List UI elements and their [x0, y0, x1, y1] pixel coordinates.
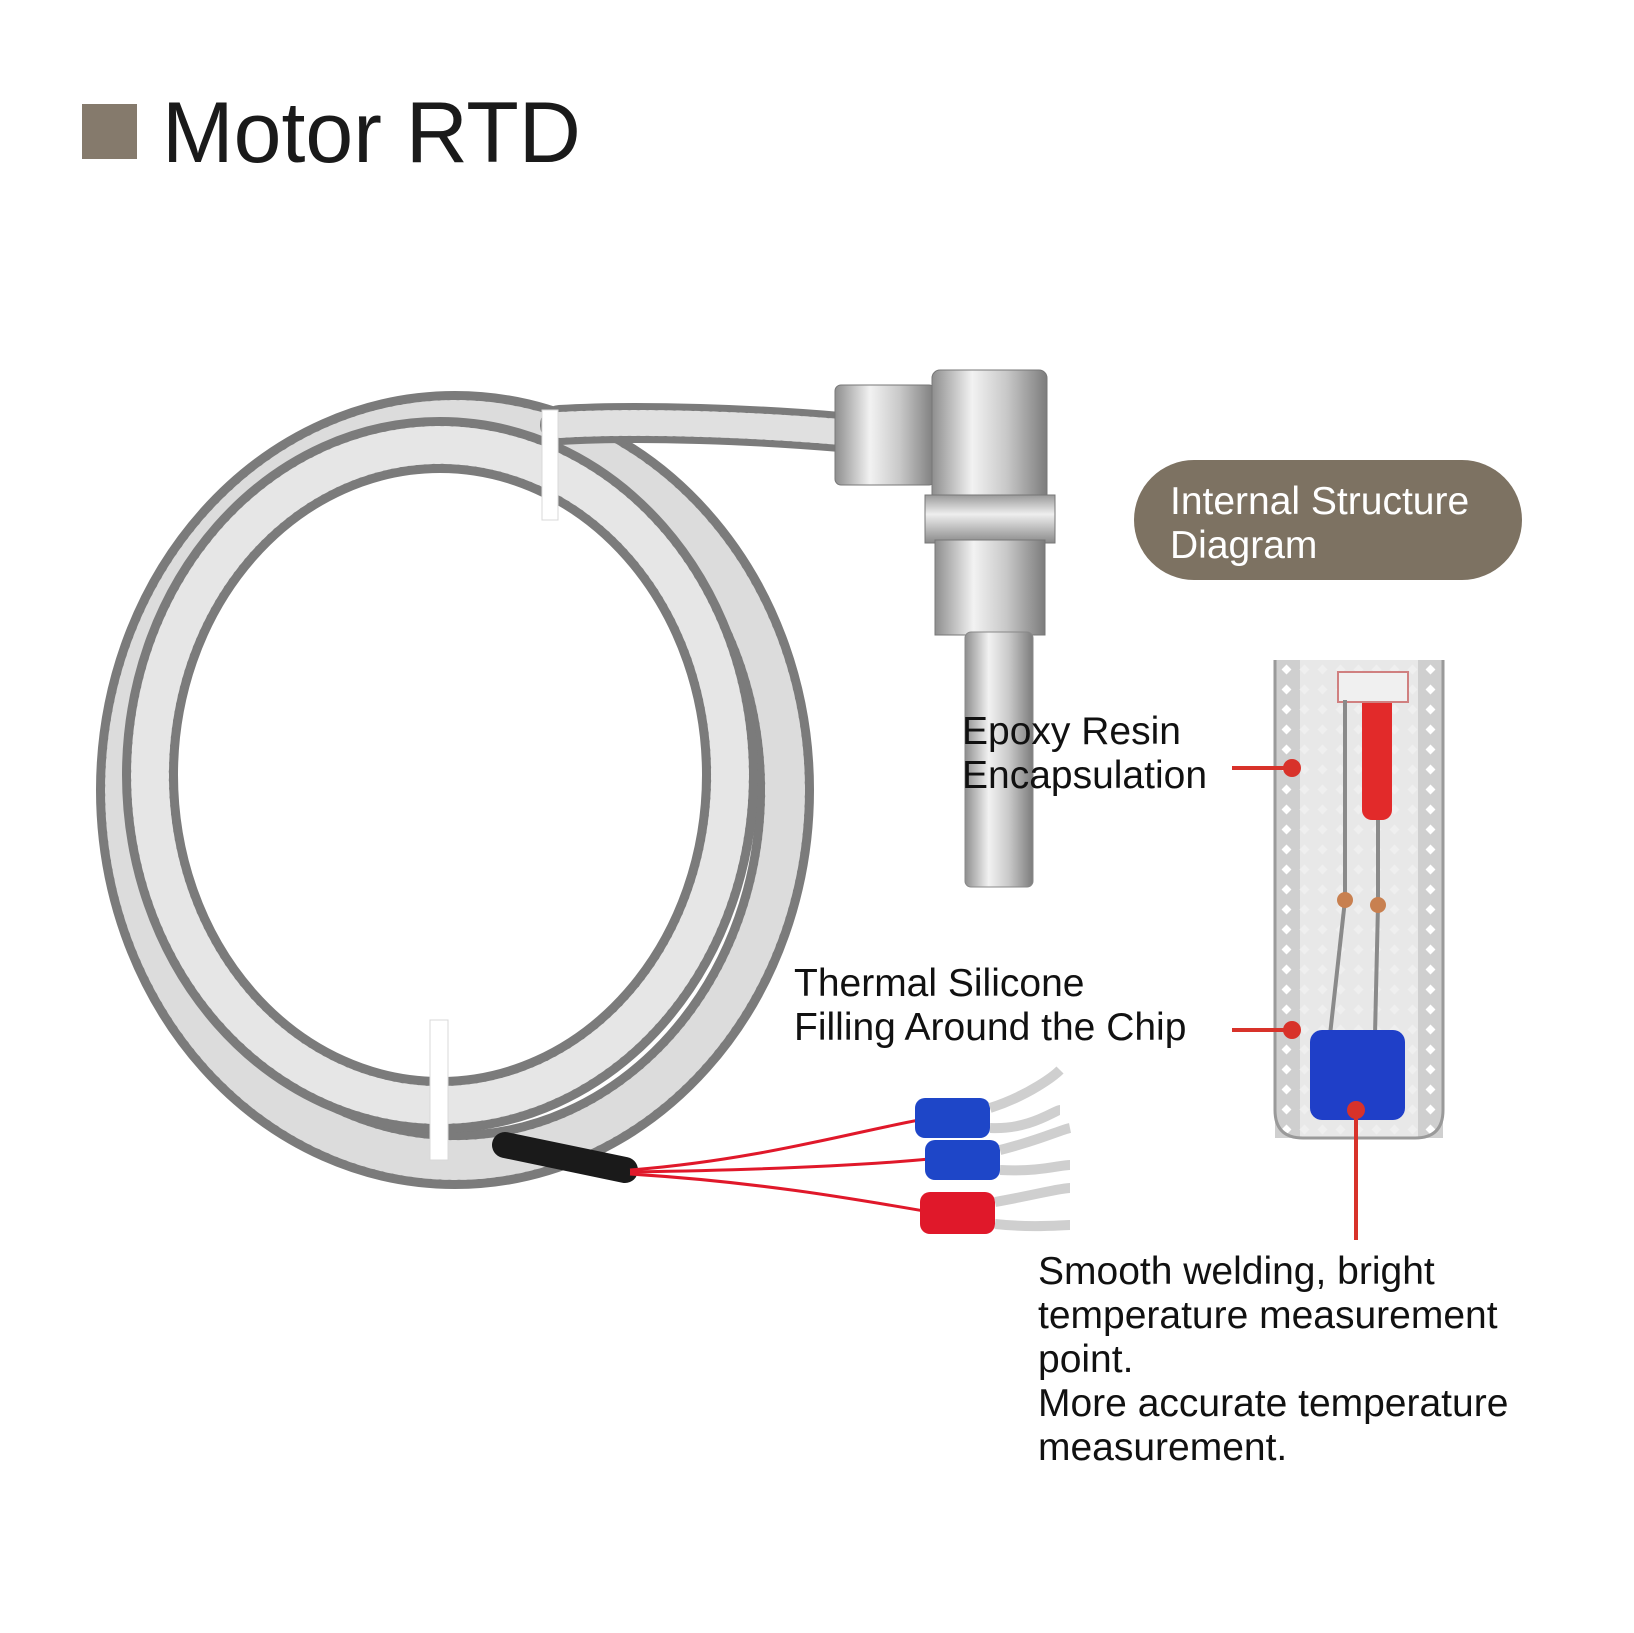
- silicone-line-1: Thermal Silicone: [794, 962, 1085, 1005]
- cable-tie: [429, 1019, 449, 1161]
- elbow-fitting: [834, 369, 1056, 888]
- blue-terminal-icon: [925, 1123, 1072, 1180]
- welding-line-3: point.: [1038, 1338, 1134, 1381]
- blue-terminal-icon: [915, 1066, 1064, 1138]
- welding-line-5: measurement.: [1038, 1426, 1288, 1469]
- silicone-callout: Thermal Silicone Filling Around the Chip: [794, 962, 1186, 1050]
- welding-line-1: Smooth welding, bright: [1038, 1250, 1435, 1293]
- silicone-line-2: Filling Around the Chip: [794, 1006, 1187, 1049]
- epoxy-callout: Epoxy Resin Encapsulation: [962, 710, 1207, 798]
- armored-cable-coil: [96, 391, 860, 1189]
- epoxy-line-1: Epoxy Resin: [962, 710, 1181, 753]
- welding-line-4: More accurate temperature: [1038, 1382, 1509, 1425]
- cable-tie: [541, 409, 559, 521]
- page-title: Motor RTD: [162, 85, 581, 181]
- badge-line-2: Diagram: [1170, 524, 1318, 567]
- title-square-icon: [82, 104, 137, 159]
- welding-line-2: temperature measurement: [1038, 1294, 1498, 1337]
- internal-structure-badge: Internal Structure Diagram: [1134, 460, 1522, 580]
- epoxy-line-2: Encapsulation: [962, 754, 1208, 797]
- badge-line-1: Internal Structure: [1170, 480, 1470, 523]
- red-terminal-icon: [920, 1183, 1071, 1234]
- welding-callout: Smooth welding, bright temperature measu…: [1038, 1250, 1508, 1470]
- lead-wires: [492, 1116, 941, 1214]
- callout-lines: [1232, 759, 1365, 1240]
- probe-cross-section: [1273, 660, 1445, 1140]
